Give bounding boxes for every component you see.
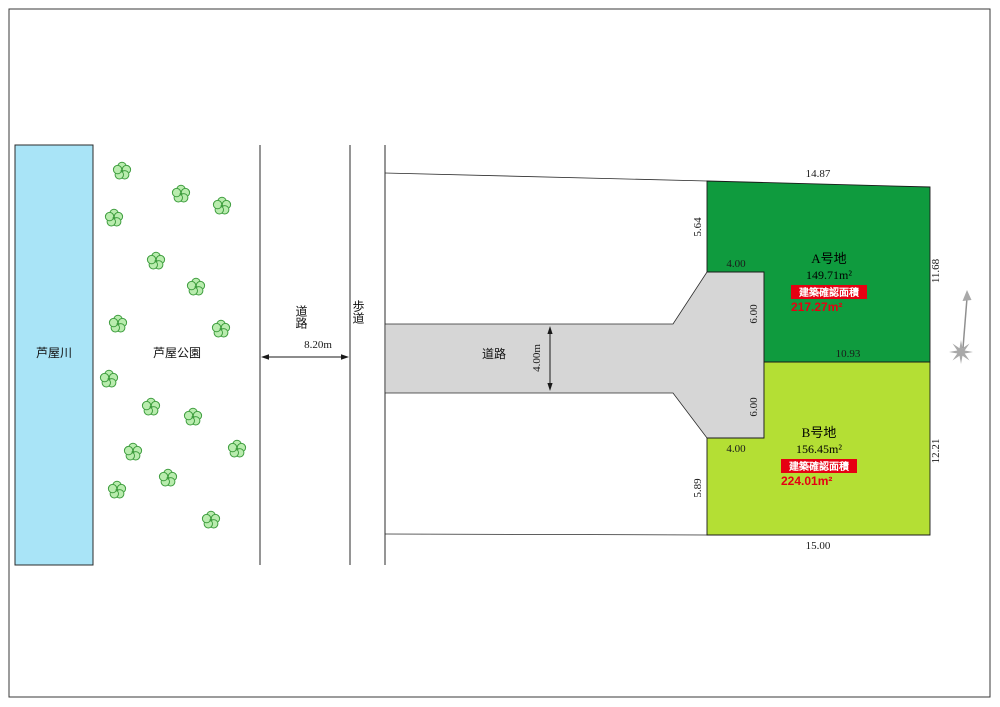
sidewalk-label: 歩道 [351, 299, 365, 324]
river-area [14, 144, 94, 566]
dim-b-right: 12.21 [930, 439, 942, 464]
dim-flag-upper-depth: 6.00 [748, 304, 760, 324]
dim-flag-bottom-width: 4.00 [726, 443, 746, 455]
flower-icon [183, 407, 203, 426]
flower-icon [112, 161, 132, 180]
flower-icon [108, 314, 128, 333]
dim-flag-lower-depth: 6.00 [748, 397, 760, 417]
dim-a-right: 11.68 [930, 258, 942, 283]
access-road-width-arrow [547, 326, 553, 391]
plot-b-polygon [706, 361, 931, 536]
diagram-border [8, 8, 991, 698]
park-label: 芦屋公園 [153, 346, 201, 360]
dim-b-left: 5.89 [692, 478, 704, 498]
flower-icon [141, 397, 161, 416]
dim-a-left: 5.64 [692, 217, 704, 237]
plot-a-area: 149.71m² [806, 268, 852, 282]
flower-icon [227, 439, 247, 458]
site-bottom-line [384, 533, 708, 536]
dim-ab-divider: 10.93 [836, 348, 861, 360]
plot-b-area: 156.45m² [796, 442, 842, 456]
plot-a-confirm-label: 建築確認面積 [798, 286, 860, 299]
west-road-width-arrow [261, 354, 349, 360]
dim-flag-top-width: 4.00 [726, 258, 746, 270]
plot-b-confirm-label: 建築確認面積 [788, 460, 850, 473]
river-label: 芦屋川 [36, 346, 72, 360]
flower-icon [123, 442, 143, 461]
flower-icon [107, 480, 127, 499]
access-road-area [384, 271, 765, 439]
flower-icon [99, 369, 119, 388]
flower-icon [146, 251, 166, 270]
access-road-width-label: 4.00m [531, 344, 543, 372]
flower-icon [211, 319, 231, 338]
plot-a-name: A号地 [811, 251, 846, 266]
west-road-width-label: 8.20m [304, 339, 332, 351]
west-road-label: 道路 [294, 305, 308, 330]
access-road-label: 道路 [482, 346, 506, 361]
plot-a-confirm-area: 217.27m² [791, 300, 842, 314]
dim-b-bottom: 15.00 [806, 540, 831, 552]
flower-icon [201, 510, 221, 529]
flower-icon [186, 277, 206, 296]
site-top-line [384, 172, 708, 182]
flower-icon [158, 468, 178, 487]
flower-icon [104, 208, 124, 227]
plot-b-name: B号地 [802, 425, 837, 440]
plot-b-confirm-area: 224.01m² [781, 474, 832, 488]
plot-a-confirm-band [791, 285, 867, 299]
dim-a-top: 14.87 [806, 168, 831, 180]
plot-b-confirm-band [781, 459, 857, 473]
flower-icon [171, 184, 191, 203]
north-compass-icon [949, 290, 973, 364]
flower-icon [212, 196, 232, 215]
